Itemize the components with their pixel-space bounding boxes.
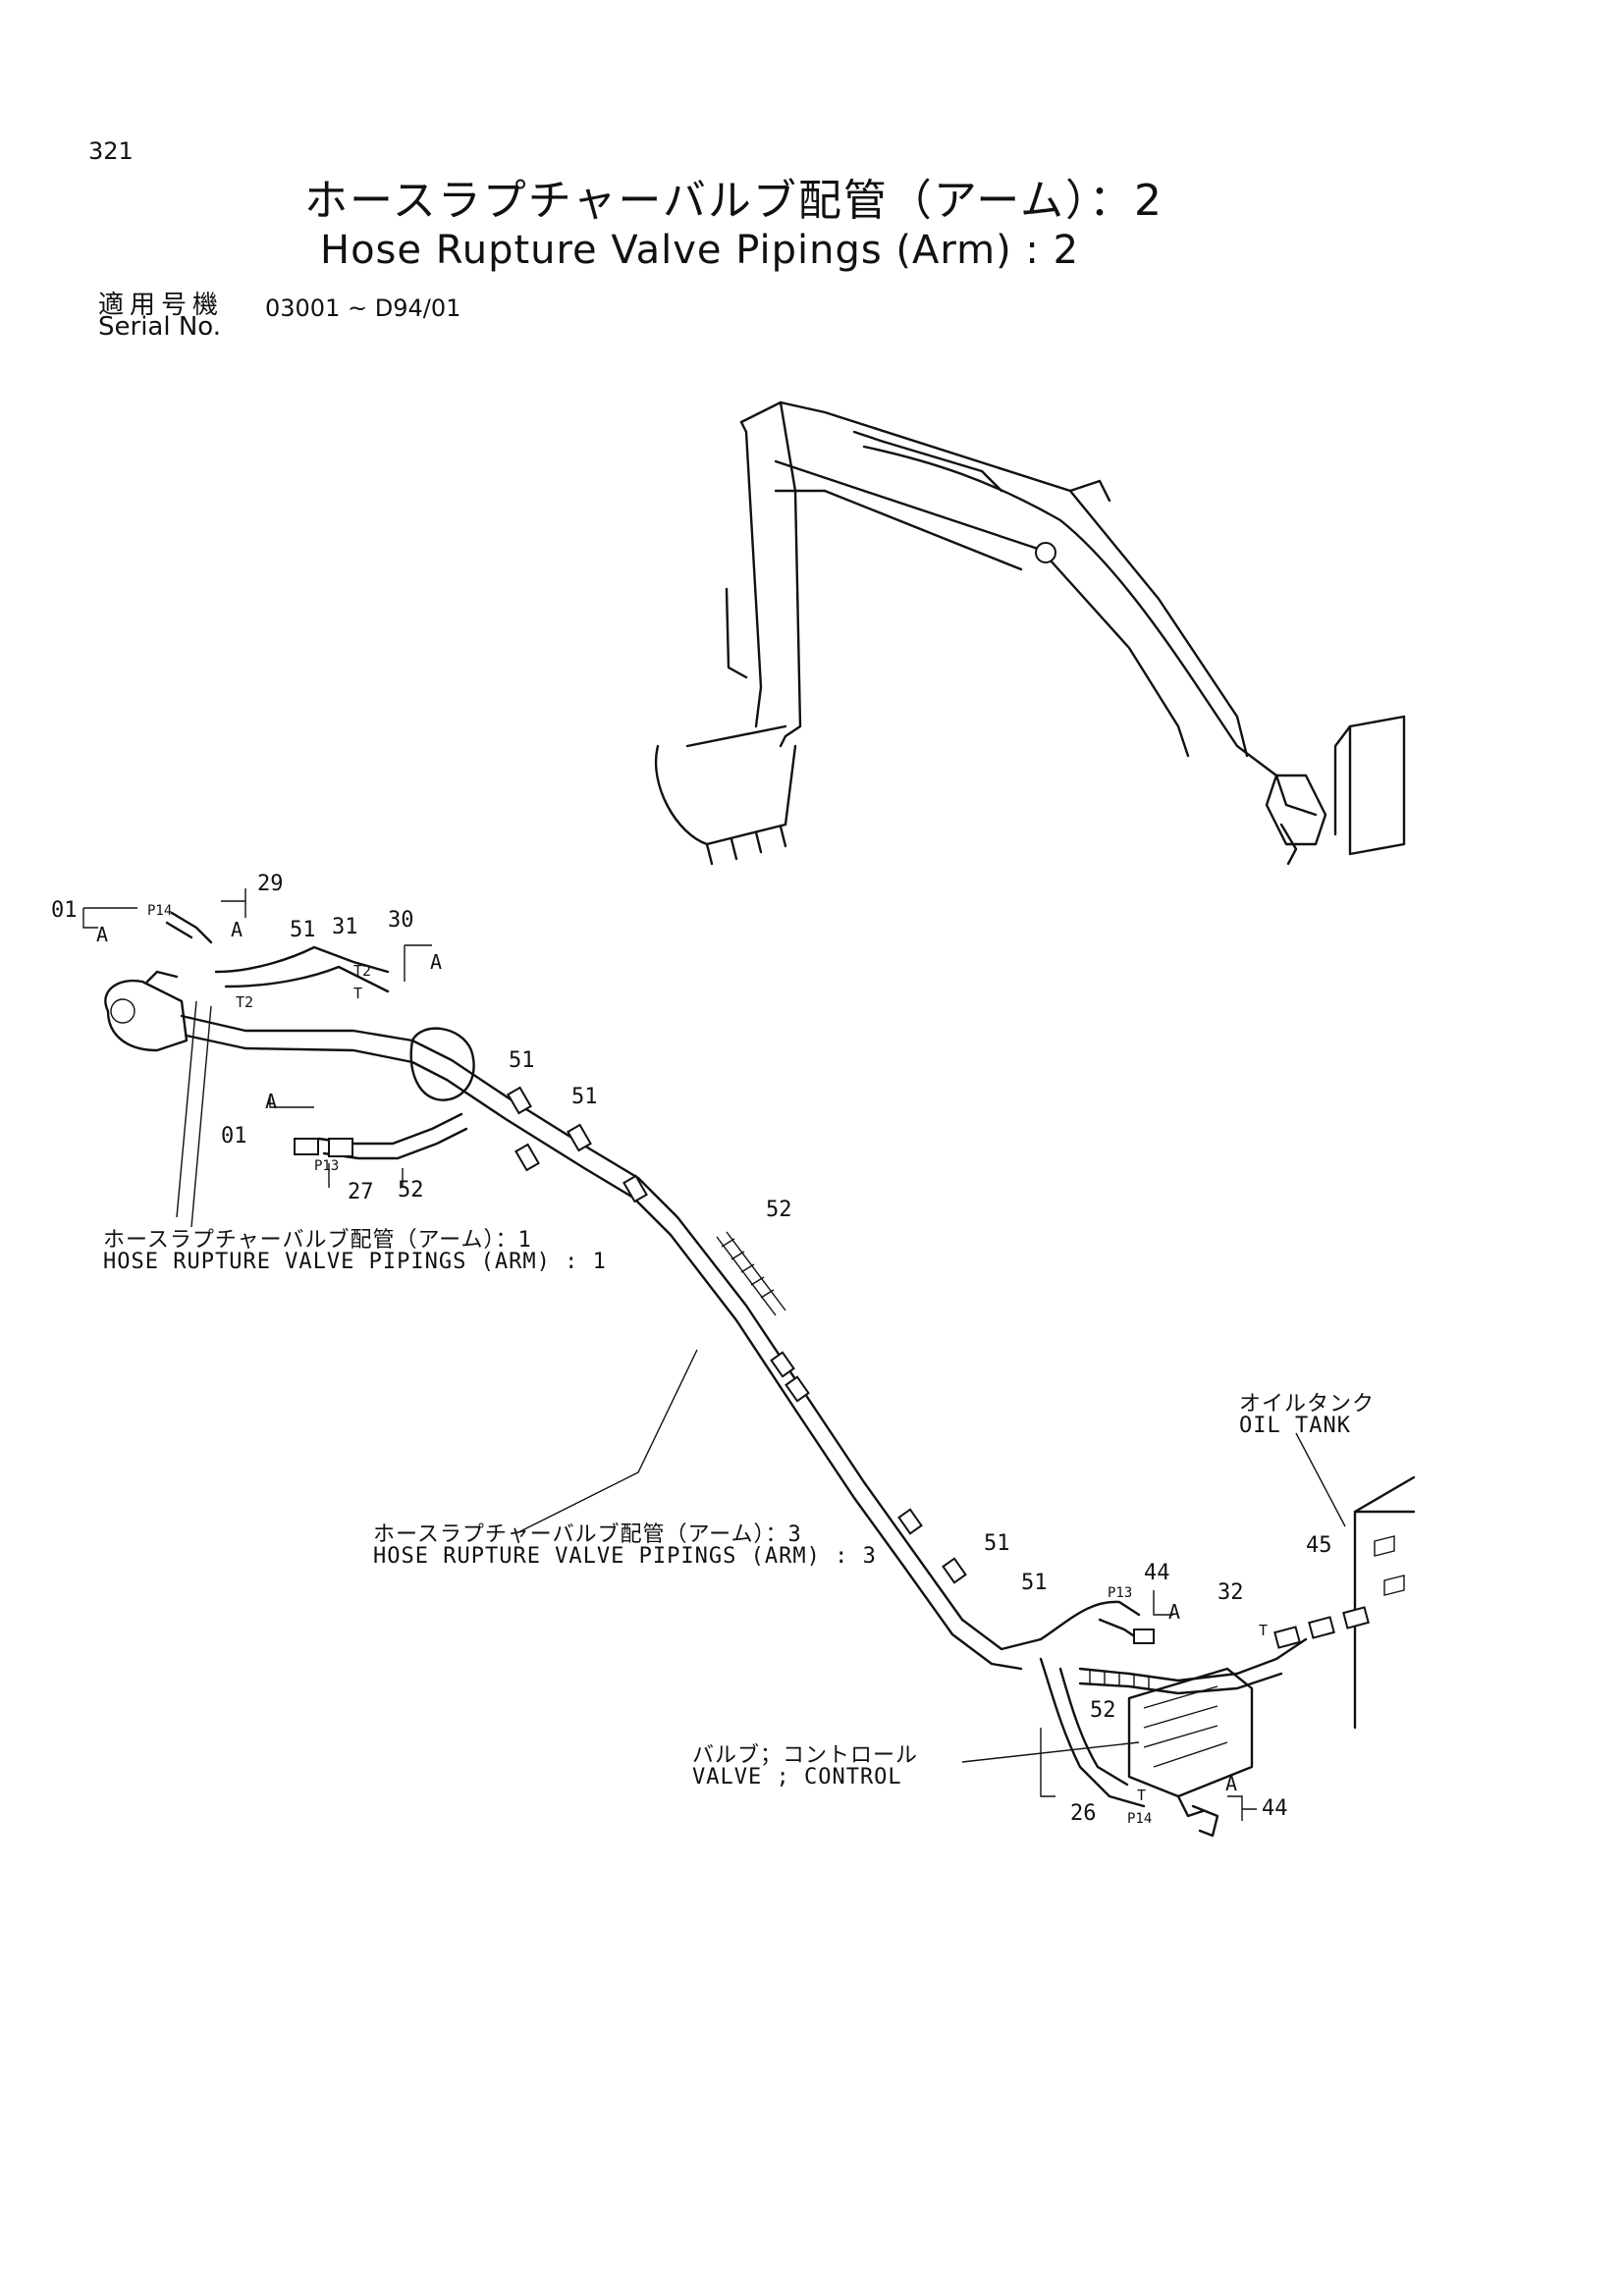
ref3-label-english: HOSE RUPTURE VALVE PIPINGS (ARM) : 3 [373, 1544, 877, 1569]
mark-a-4: A [265, 1090, 278, 1113]
callout-51-b: 51 [509, 1048, 535, 1073]
mark-t-a: T [353, 985, 363, 1002]
leader-lines [82, 888, 1346, 1821]
callout-51-d: 51 [984, 1531, 1010, 1556]
page-number: 321 [88, 137, 134, 165]
mark-t2-a: T2 [236, 993, 254, 1011]
callout-51-e: 51 [1021, 1571, 1048, 1595]
callout-51-a: 51 [290, 918, 316, 942]
callout-01-bottom: 01 [221, 1124, 247, 1148]
callout-51-c: 51 [571, 1085, 598, 1109]
ref3-label-japanese: ホースラプチャーバルブ配管（アーム）：3 [373, 1522, 802, 1547]
callout-31: 31 [332, 915, 358, 939]
ref1-label-japanese: ホースラプチャーバルブ配管（アーム）：1 [103, 1228, 532, 1253]
valve-label-english: VALVE ; CONTROL [692, 1765, 902, 1789]
mark-p13-right: P13 [1108, 1585, 1133, 1601]
callout-29: 29 [257, 872, 284, 896]
mark-p13-left: P13 [314, 1158, 340, 1174]
callout-52-c: 52 [1090, 1698, 1116, 1723]
mark-p14-top: P14 [147, 903, 173, 919]
oil-tank-label-japanese: オイルタンク [1239, 1392, 1376, 1416]
callout-27: 27 [348, 1180, 374, 1204]
page-title-english: Hose Rupture Valve Pipings (Arm) : 2 [320, 228, 1080, 273]
serial-label-english: Serial No. [98, 312, 221, 342]
mark-a-6: A [1225, 1772, 1238, 1795]
callout-32: 32 [1217, 1580, 1244, 1605]
serial-number-range: 03001 ~ D94/01 [265, 294, 461, 322]
mark-p14-bottom: P14 [1127, 1811, 1153, 1827]
callout-44-b: 44 [1262, 1796, 1288, 1821]
mark-a-5: A [1168, 1600, 1181, 1624]
callout-26: 26 [1070, 1801, 1097, 1826]
page-title-japanese: ホースラプチャーバルブ配管（アーム）：2 [304, 176, 1163, 226]
callout-52-a: 52 [398, 1178, 424, 1202]
mark-a-3: A [430, 950, 443, 974]
ref1-label-english: HOSE RUPTURE VALVE PIPINGS (ARM) : 1 [103, 1250, 607, 1274]
mark-t-c: T [1137, 1787, 1147, 1804]
callout-44-a: 44 [1144, 1561, 1170, 1585]
hose-pipe-routing [104, 911, 1416, 1838]
callout-01-top: 01 [51, 898, 78, 923]
callout-52-b: 52 [766, 1198, 792, 1222]
valve-label-japanese: バルブ；コントロール [692, 1743, 919, 1768]
mark-t2-b: T2 [353, 962, 372, 980]
mark-a-1: A [96, 923, 109, 946]
excavator-arm-illustration [654, 400, 1406, 866]
callout-30: 30 [388, 908, 414, 933]
callout-45: 45 [1306, 1533, 1332, 1558]
serial-label-japanese: 適用号機 [98, 291, 225, 320]
mark-t-b: T [1259, 1622, 1269, 1639]
mark-a-2: A [231, 918, 243, 941]
oil-tank-label-english: OIL TANK [1239, 1414, 1351, 1438]
